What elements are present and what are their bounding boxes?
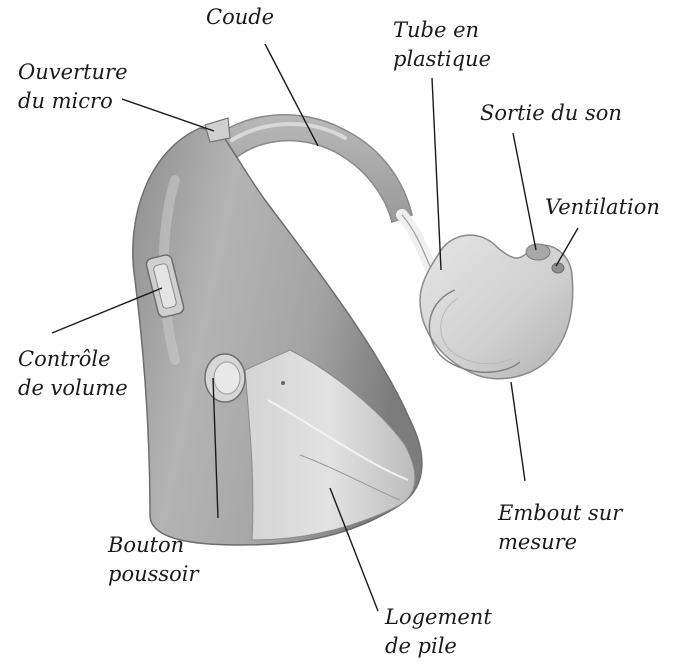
label-ouverture-du-micro: Ouverture du micro (18, 58, 128, 116)
sound-outlet (526, 244, 550, 260)
leader-tube (432, 78, 441, 270)
indicator-dot (281, 381, 285, 385)
label-controle-de-volume: Contrôle de volume (18, 345, 128, 403)
label-coude: Coude (206, 3, 274, 32)
label-ventilation: Ventilation (545, 193, 660, 222)
microphone-opening (205, 118, 230, 142)
label-tube-en-plastique: Tube en plastique (393, 16, 491, 74)
label-embout-sur-mesure: Embout sur mesure (498, 499, 622, 557)
push-button-inner (214, 362, 240, 394)
label-logement-de-pile: Logement de pile (385, 603, 492, 661)
leader-ouverture (122, 99, 214, 131)
label-sortie-du-son: Sortie du son (480, 99, 622, 128)
leader-embout (511, 382, 525, 481)
vent-hole (552, 263, 564, 273)
leader-sortie (513, 133, 536, 250)
label-bouton-poussoir: Bouton poussoir (108, 531, 199, 589)
